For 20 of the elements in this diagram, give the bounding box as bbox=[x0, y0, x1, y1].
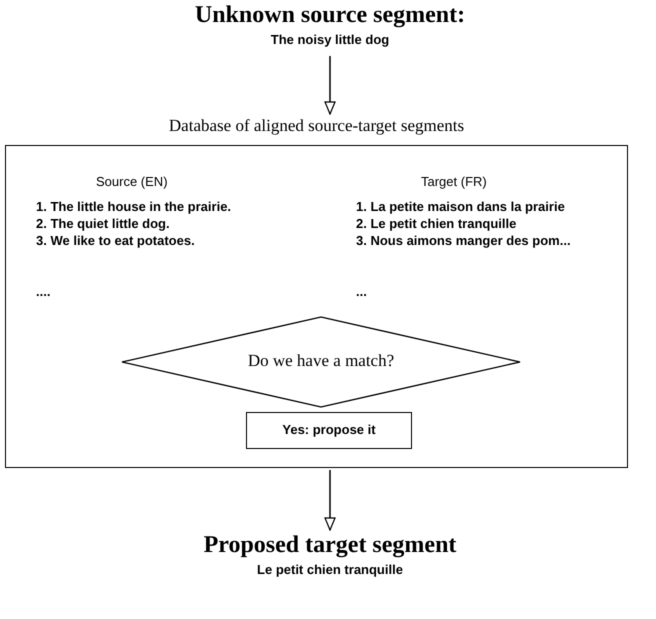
heading: Proposed target segment bbox=[204, 532, 456, 559]
column-heading: Target (FR) bbox=[421, 174, 487, 189]
segment-text: The noisy little dog bbox=[270, 32, 390, 47]
table-cell: 1. La petite maison dans la prairie bbox=[356, 199, 565, 214]
segment-text: Le petit chien tranquille bbox=[257, 562, 403, 577]
decision-diamond bbox=[121, 316, 521, 408]
database-heading: Database of aligned source-target segments bbox=[168, 116, 466, 136]
table-cell: 3. We like to eat potatoes. bbox=[36, 233, 195, 248]
process-box: Yes: propose it bbox=[246, 412, 412, 449]
arrow bbox=[324, 56, 336, 115]
table-cell: ... bbox=[356, 284, 367, 299]
table-cell: 2. Le petit chien tranquille bbox=[356, 216, 516, 231]
heading: Unknown source segment: bbox=[194, 2, 466, 29]
table-cell: 2. The quiet little dog. bbox=[36, 216, 170, 231]
table-cell: 1. The little house in the prairie. bbox=[36, 199, 232, 214]
decision-text: Do we have a match? bbox=[246, 351, 396, 371]
column-heading: Source (EN) bbox=[96, 174, 168, 189]
table-cell: 3. Nous aimons manger des pom... bbox=[356, 233, 571, 248]
arrow bbox=[324, 470, 336, 531]
table-cell: .... bbox=[36, 284, 50, 299]
